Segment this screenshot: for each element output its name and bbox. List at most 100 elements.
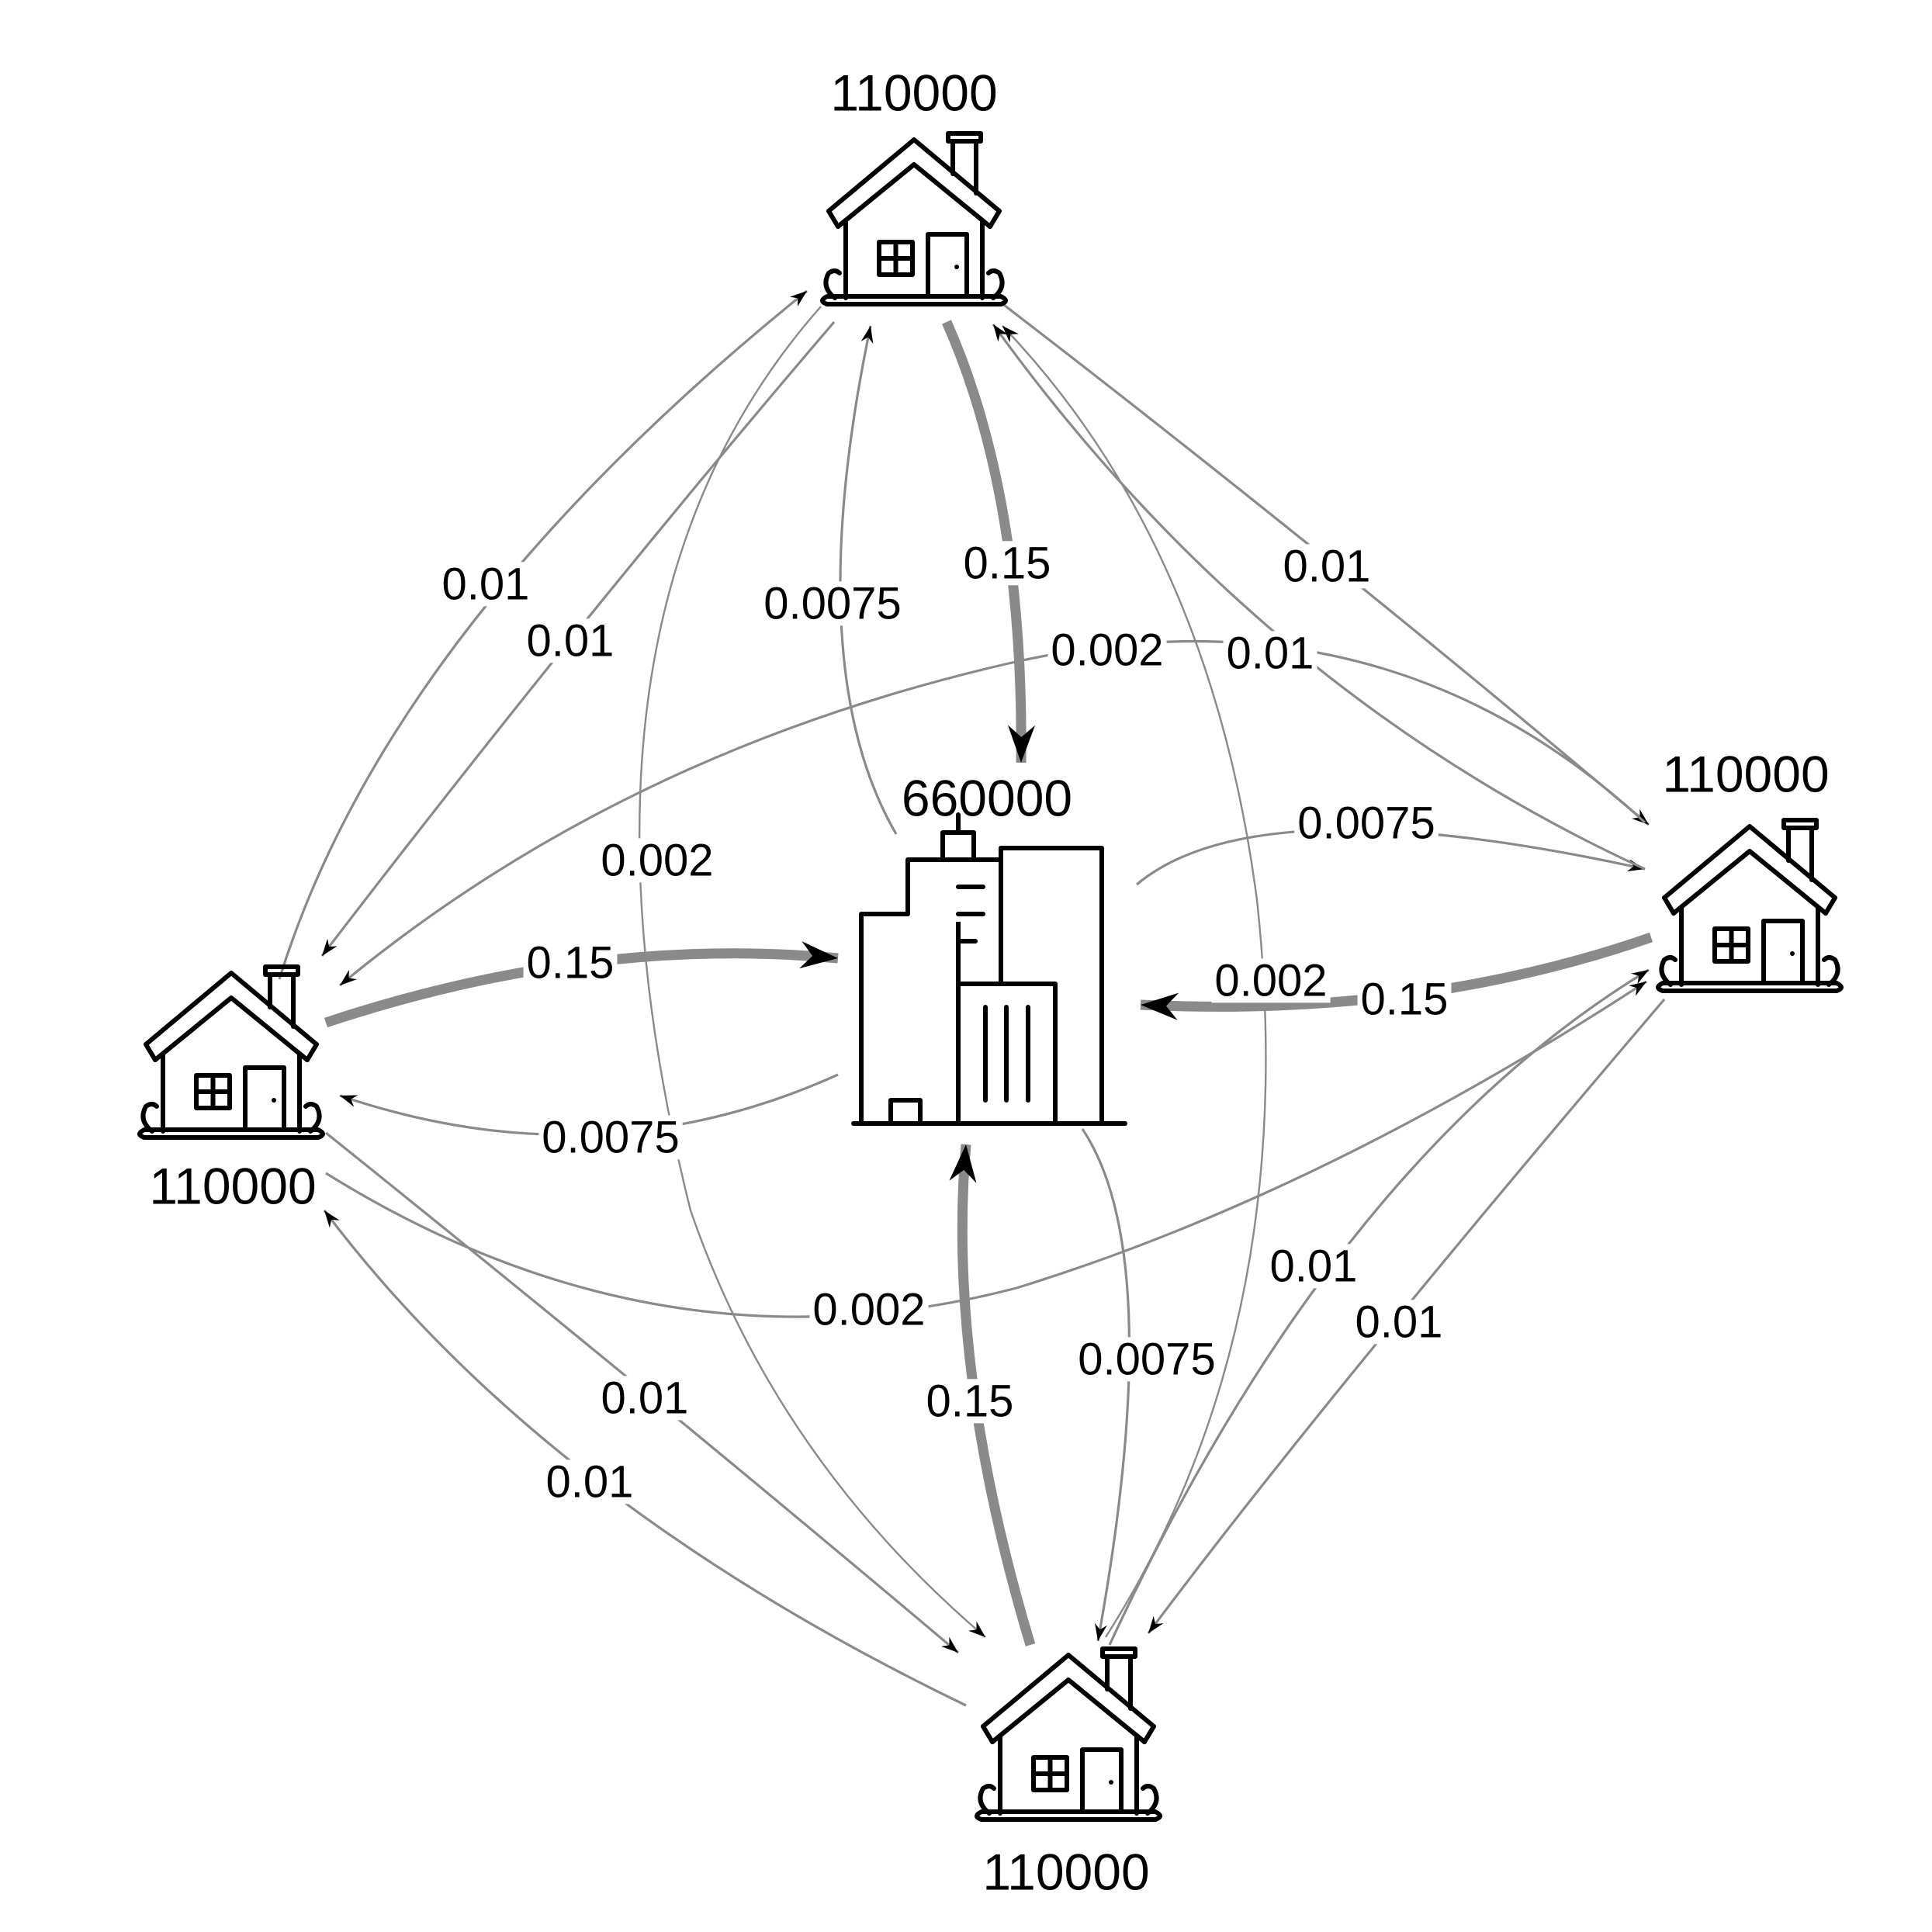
edge-label-background [1357, 977, 1452, 1022]
edge-label-background [523, 940, 618, 985]
edge-weight-label: 0.01 [1270, 1241, 1358, 1291]
edge-weight-label: 0.0075 [1078, 1334, 1215, 1384]
edge-weight-label: 0.01 [1356, 1297, 1443, 1347]
edge-label-group: 0.0075 [1294, 798, 1439, 848]
edge-line [942, 320, 1027, 763]
arrowhead [993, 324, 1009, 342]
city-buildings-icon [853, 815, 1125, 1124]
node-value-label: 660000 [902, 769, 1072, 826]
edge-label-background [1294, 801, 1439, 846]
edge-line [338, 639, 1646, 987]
node-center: 660000 [853, 769, 1125, 1124]
edge-label-group: 0.01 [542, 1456, 637, 1507]
edge-right-to-bottom [1147, 998, 1666, 1634]
arrowhead [1095, 1622, 1107, 1641]
node-bottom: 110000 [977, 1649, 1160, 1900]
edge-label-background [1075, 1337, 1219, 1382]
edge-line [1002, 325, 1267, 1638]
edge-label-group: 0.01 [438, 559, 533, 609]
edge-label-background [1211, 958, 1331, 1003]
house-icon [822, 133, 1006, 304]
edge-label-group: 0.15 [960, 538, 1054, 588]
arrowhead [1007, 725, 1036, 763]
node-value-label: 110000 [1662, 745, 1829, 802]
node-right: 110000 [1658, 745, 1841, 991]
node-value-label: 110000 [830, 64, 997, 121]
edge-label-background [809, 1287, 929, 1332]
edge-right-to-top [992, 324, 1646, 871]
edge-label-group: 0.002 [1047, 625, 1167, 675]
arrowhead [1148, 1615, 1164, 1633]
edge-label-background [923, 1379, 1017, 1424]
arrowhead [1141, 992, 1179, 1020]
edge-label-group: 0.15 [1357, 974, 1452, 1024]
arrowhead [324, 1210, 340, 1228]
edge-right-to-left [338, 639, 1646, 987]
edge-label-group: 0.002 [809, 1284, 929, 1335]
edge-label-group: 0.15 [923, 1376, 1017, 1426]
edge-line [992, 324, 1646, 871]
house-icon [140, 967, 323, 1137]
edge-line [1081, 1128, 1131, 1642]
edge-label-background [960, 541, 1054, 586]
edge-weight-label: 0.15 [964, 538, 1051, 588]
node-top: 110000 [822, 64, 1006, 304]
edge-weight-label: 0.002 [1051, 625, 1163, 675]
edge-line [639, 306, 986, 1638]
edge-label-background [523, 618, 618, 663]
nodes-layer: 110000 110000 110000 110000 660000 [140, 64, 1841, 1900]
edge-weight-label: 0.15 [527, 937, 615, 988]
arrowhead [340, 969, 358, 985]
edge-weight-label: 0.01 [442, 559, 530, 609]
edge-label-group: 0.01 [1223, 628, 1317, 678]
edge-label-group: 0.15 [523, 937, 618, 988]
edge-weight-label: 0.002 [812, 1284, 925, 1335]
arrowhead [1002, 326, 1019, 343]
edge-weight-label: 0.0075 [542, 1112, 679, 1162]
edge-line [325, 980, 1647, 1318]
edge-weight-label: 0.15 [1361, 974, 1449, 1024]
arrowhead [941, 1636, 958, 1653]
arrowhead [340, 1095, 358, 1107]
edge-label-group: 0.01 [1352, 1297, 1446, 1347]
edge-label-group: 0.01 [523, 615, 618, 666]
edge-label-background [597, 838, 717, 883]
edge-weight-label: 0.01 [527, 615, 615, 666]
node-value-label: 110000 [982, 1843, 1149, 1900]
edge-left-to-right [325, 980, 1647, 1318]
edge-bottom-to-left [323, 1210, 967, 1707]
arrowhead [968, 1621, 985, 1637]
edge-weight-label: 0.01 [546, 1456, 634, 1507]
edge-label-background [1266, 1244, 1361, 1289]
arrowhead [789, 291, 807, 307]
edge-top-to-bottom [639, 306, 986, 1638]
edge-label-background [1047, 628, 1167, 673]
edge-label-group: 0.01 [1279, 541, 1374, 591]
edge-weight-label: 0.01 [1283, 541, 1371, 591]
arrowhead [949, 1144, 977, 1183]
edge-labels-layer: 0.00750.150.00750.150.00750.150.00750.15… [438, 538, 1452, 1507]
edge-label-background [760, 581, 905, 626]
edge-label-background [542, 1459, 637, 1504]
edge-weight-label: 0.15 [926, 1376, 1014, 1426]
edge-center-to-bottom [1081, 1128, 1131, 1642]
house-icon [1658, 820, 1841, 991]
edge-line [1108, 968, 1650, 1646]
arrowhead [799, 941, 838, 969]
edge-weight-label: 0.01 [601, 1373, 689, 1423]
edge-label-group: 0.0075 [538, 1112, 683, 1162]
edge-label-background [597, 1376, 692, 1421]
edge-label-background [1279, 544, 1374, 589]
arrowhead [1629, 982, 1646, 996]
edge-line [278, 289, 808, 980]
edge-top-to-center [942, 320, 1036, 763]
edge-label-background [1223, 631, 1317, 676]
edge-weight-label: 0.01 [1227, 628, 1314, 678]
node-value-label: 110000 [149, 1157, 316, 1214]
arrowhead [860, 326, 874, 345]
edge-label-group: 0.002 [1211, 955, 1331, 1006]
edge-left-to-top [278, 289, 808, 980]
edge-weight-label: 0.002 [1214, 955, 1327, 1006]
edge-bottom-to-top [1002, 325, 1267, 1638]
